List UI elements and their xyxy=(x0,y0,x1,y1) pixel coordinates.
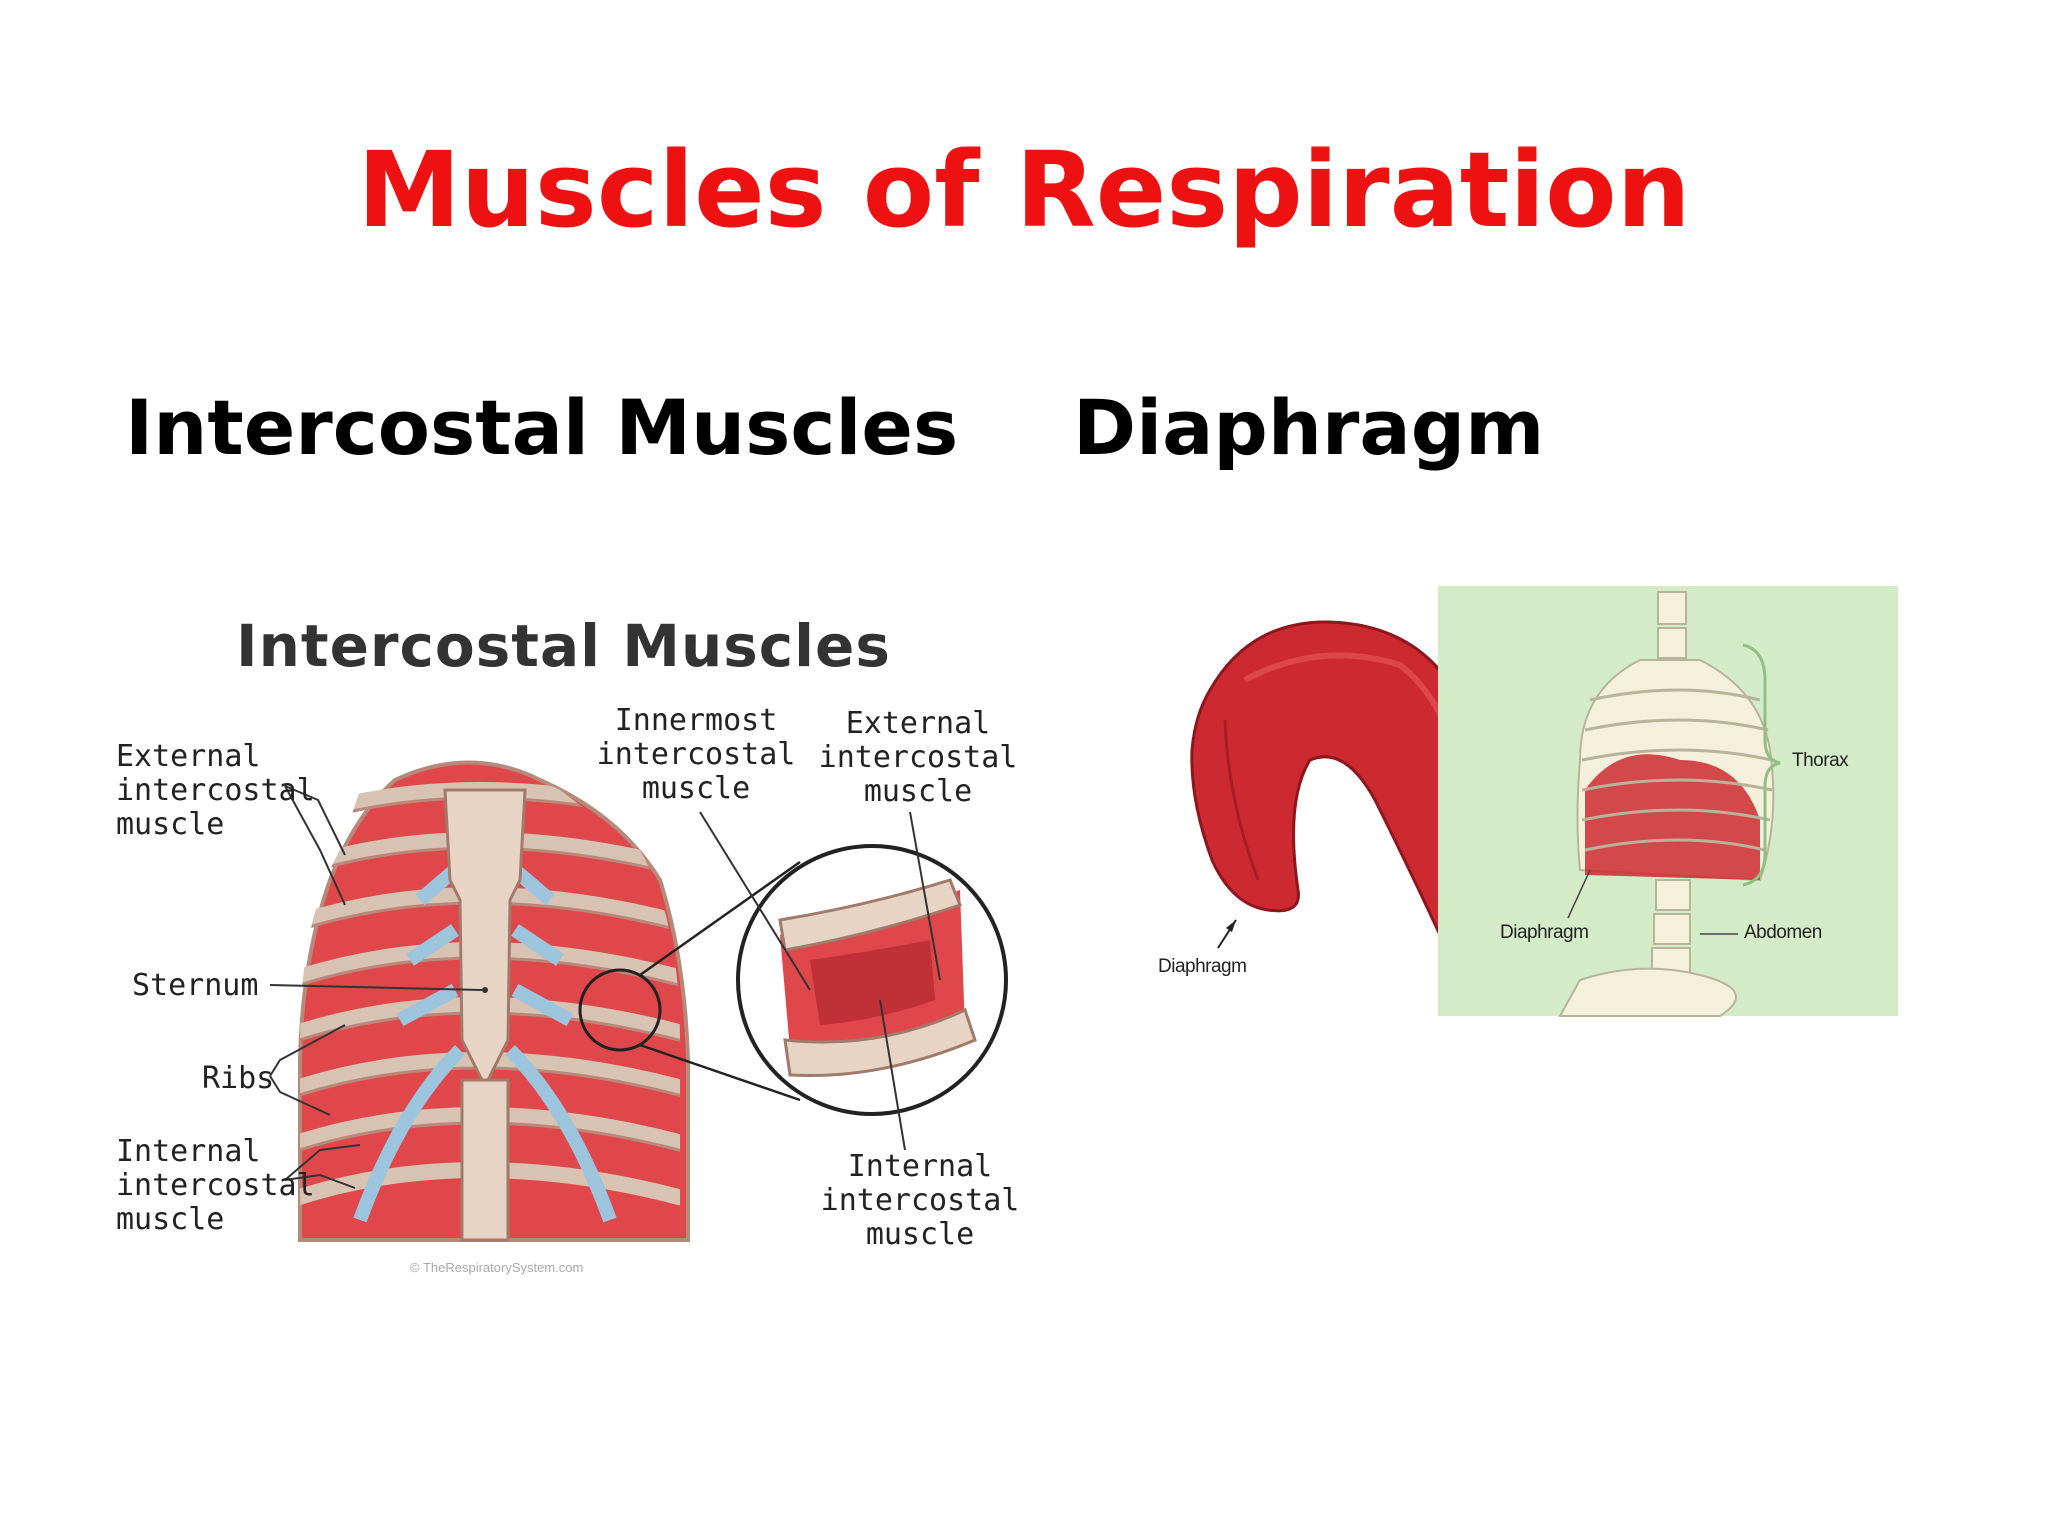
label-diaphragm-panel: Diaphragm xyxy=(1500,922,1589,943)
inset-detail xyxy=(778,878,977,1078)
label-internal-intercostal-right: Internal intercostal muscle xyxy=(820,1149,1020,1252)
spine-column xyxy=(1558,591,1737,1017)
intercostal-figure-title: Intercostal Muscles xyxy=(236,612,891,680)
label-thorax: Thorax xyxy=(1792,750,1849,771)
intercostal-figure: Intercostal Muscles xyxy=(0,0,1100,1300)
label-internal-intercostal-left: Internal intercostal muscle xyxy=(116,1134,315,1237)
slide-title: Muscles of Respiration xyxy=(357,129,1691,251)
label-ribs: Ribs xyxy=(202,1061,275,1096)
costal-cartilage xyxy=(353,864,617,1223)
label-external-intercostal-left: External intercostal muscle xyxy=(116,739,315,842)
image-credit: © TheRespiratorySystem.com xyxy=(410,1260,584,1275)
label-external-intercostal-right: External intercostal muscle xyxy=(818,706,1018,809)
label-diaphragm-dome: Diaphragm xyxy=(1158,956,1247,977)
diaphragm-illustration xyxy=(1190,586,1898,1017)
label-sternum: Sternum xyxy=(132,968,259,1003)
label-innermost-intercostal: Innermost intercostal muscle xyxy=(596,703,796,806)
label-abdomen: Abdomen xyxy=(1744,922,1822,943)
ribcage-illustration xyxy=(269,760,1008,1242)
diaphragm-heading: Diaphragm xyxy=(1073,383,1545,472)
spine xyxy=(460,1078,510,1242)
diaphragm-figure: Diaphragm Thorax Diaphragm Abdomen xyxy=(1158,586,1898,1017)
intercostal-heading: Intercostal Muscles xyxy=(125,383,959,472)
